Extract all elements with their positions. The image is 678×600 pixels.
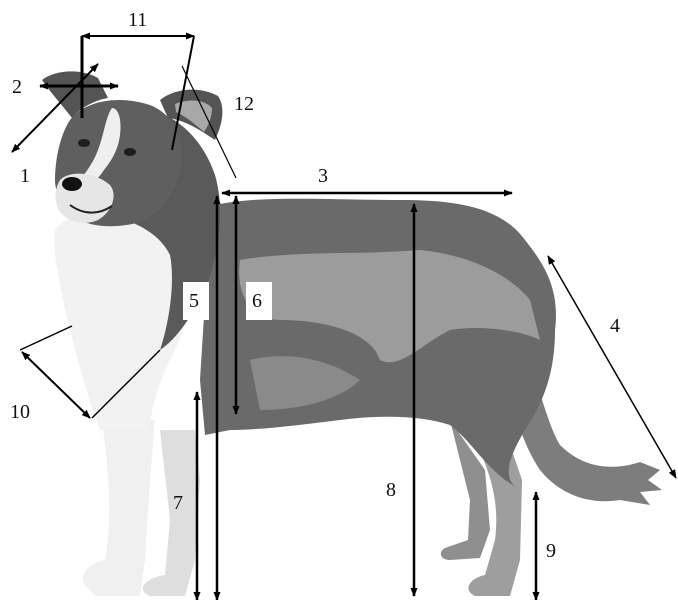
- measure-label-4: 4: [610, 315, 620, 337]
- dog-mouth: [69, 204, 113, 214]
- measure-label-12: 12: [234, 93, 254, 115]
- label-5-box: [183, 282, 209, 320]
- measure-label-3: 3: [318, 165, 328, 187]
- measurement-lines: [11, 32, 677, 600]
- dog-front-leg-back: [142, 430, 200, 596]
- dog-body-highlight: [239, 250, 540, 363]
- measure-label-1: 1: [20, 165, 30, 187]
- measure-10-line: [21, 351, 91, 419]
- label-6-box: [246, 282, 272, 320]
- label-11-box: [120, 6, 158, 34]
- measure-label-6: 6: [252, 290, 262, 312]
- dog-blaze: [72, 108, 121, 196]
- dog-illustration: [42, 71, 662, 596]
- dog-front-leg-front: [82, 410, 155, 596]
- label-3-box: [310, 160, 340, 190]
- measure-label-11: 11: [128, 9, 147, 31]
- measure-label-8: 8: [386, 479, 396, 501]
- measurement-labels: 1 2 3 4 5 6 7 8 9 10 11 12: [10, 9, 620, 562]
- measure-label-5: 5: [189, 290, 199, 312]
- measure-10-upper-line: [19, 325, 73, 351]
- measure-label-10: 10: [10, 401, 30, 423]
- dog-nose: [62, 177, 82, 191]
- measure-label-9: 9: [546, 540, 556, 562]
- measure-label-7: 7: [173, 492, 183, 514]
- measure-12-line: [181, 65, 237, 179]
- measure-1-line: [11, 63, 99, 153]
- dog-body-highlight-2: [250, 356, 360, 410]
- measure-label-2: 2: [12, 76, 22, 98]
- measure-11-right-stem: [171, 35, 195, 151]
- measure-4-line: [547, 255, 677, 479]
- dog-hind-leg-back: [440, 420, 490, 560]
- dog-eye-left: [78, 139, 90, 147]
- measure-10-lower-line: [91, 349, 161, 419]
- dog-eye-right: [124, 148, 136, 156]
